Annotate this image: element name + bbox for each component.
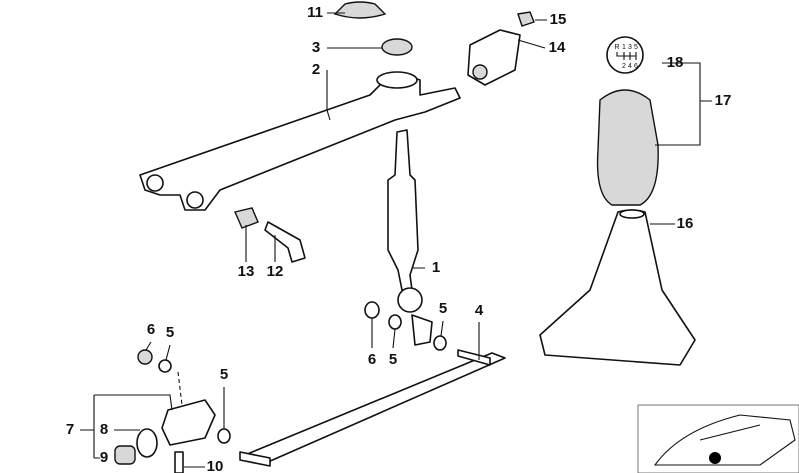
part-7-joint [161,399,216,446]
callout-10: 10 [207,458,224,473]
part-1-joint [411,314,433,346]
part-1-ball [397,287,423,313]
svg-text:R: R [614,44,619,51]
part-17-shift-knob [596,89,659,206]
callout-8: 8 [100,421,108,438]
part-16-shift-boot [539,209,696,366]
callout-18: 18 [667,54,684,71]
part-1-lever [387,129,419,291]
part-4-pin [239,451,271,467]
part-5-washer [433,335,447,351]
leader-lines [80,12,712,468]
part-2-eye [186,191,204,209]
location-dot [709,452,721,464]
part-2-eye [146,174,164,192]
callout-1: 1 [432,259,440,276]
callout-17: 17 [715,92,732,109]
callout-12: 12 [267,263,284,280]
part-15-nut [517,11,535,27]
callout-7: 7 [66,421,74,438]
part-6-bushing [137,349,153,365]
svg-text:5: 5 [634,44,638,51]
svg-text:6: 6 [634,63,638,70]
svg-text:3: 3 [628,44,632,51]
part-4-rod [244,352,506,463]
callout-labels: 11 15 3 14 2 18 17 16 1 13 12 4 6 5 5 6 … [66,4,732,473]
callout-6: 6 [368,351,376,368]
callout-11: 11 [307,4,323,21]
part-10-pin [174,451,184,473]
callout-5: 5 [166,324,174,341]
callout-9: 9 [100,449,108,466]
part-5-washer [217,428,231,444]
callout-15: 15 [550,11,567,28]
callout-5: 5 [220,366,228,383]
part-18-shift-pattern [606,36,644,74]
callout-5: 5 [439,300,447,317]
part-13-bushing [234,207,259,229]
callout-3: 3 [312,39,320,56]
part-9-bushing [114,445,136,465]
callout-4: 4 [475,302,484,319]
part-14-bushing [472,64,488,80]
callout-14: 14 [549,39,566,56]
part-11-seal [333,1,387,19]
callout-16: 16 [677,215,694,232]
part-5-washer [158,359,172,373]
svg-text:4: 4 [628,63,632,70]
part-8-ring [136,428,158,458]
svg-text:1: 1 [622,44,626,51]
part-2-socket [376,71,418,89]
callout-2: 2 [312,61,320,78]
part-5-washer [388,314,402,330]
callout-6: 6 [147,321,155,338]
callout-5: 5 [389,351,397,368]
svg-text:2: 2 [622,63,626,70]
part-6-bushing [364,301,380,319]
part-3-bushing [381,38,413,56]
part-12-pin [264,221,306,263]
vehicle-location-inset [637,404,799,473]
shift-pattern: R 1 3 5 2 4 6 [614,44,638,70]
callout-13: 13 [238,263,255,280]
